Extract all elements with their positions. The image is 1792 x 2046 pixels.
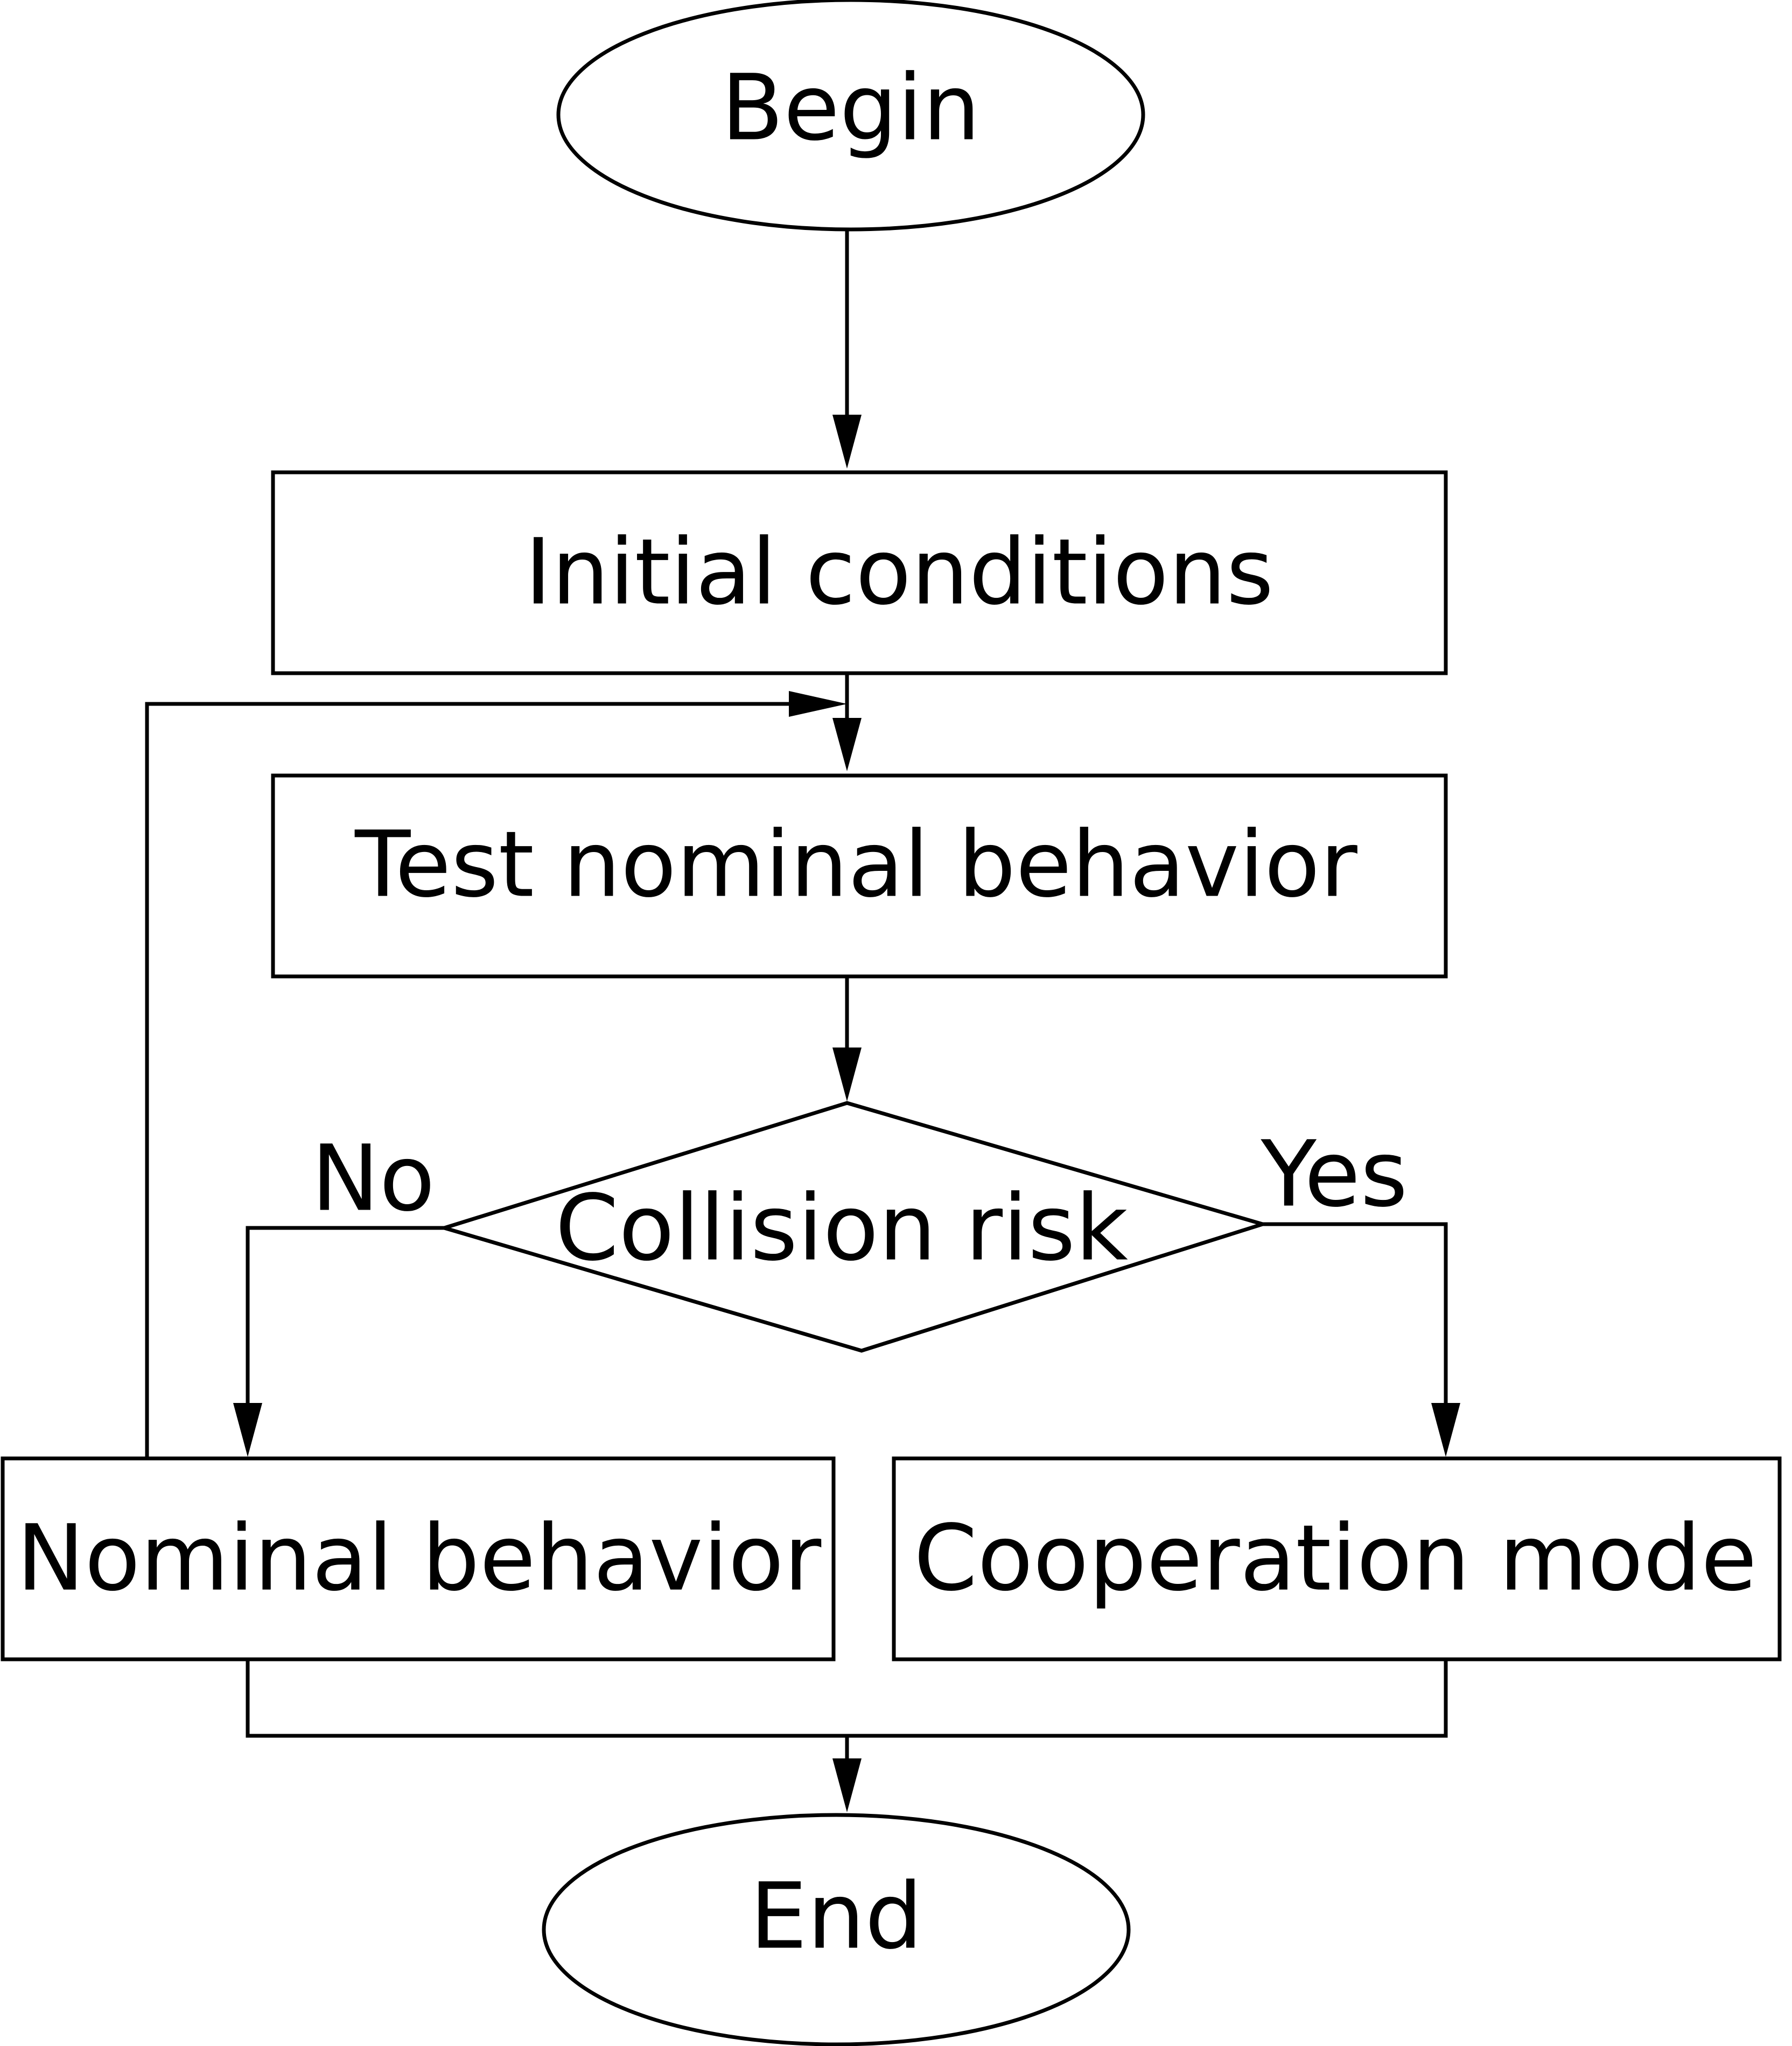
arrowhead-end [832,1758,862,1812]
cooperation-mode-label: Cooperation mode [914,1505,1757,1611]
begin-label: Begin [721,55,980,161]
nominal-behavior-node: Nominal behavior [1,1456,836,1661]
initial-conditions-node: Initial conditions [271,470,1448,675]
no-label: No [311,1126,435,1232]
nominal-behavior-box [1,1456,836,1661]
collision-risk-node: Collision risk [437,1101,1270,1353]
edge-loop-back [145,702,799,1458]
arrowhead-nominal [233,1403,262,1457]
edge-nominal-to-merge [246,1658,1448,1738]
yes-label: Yes [1261,1121,1408,1227]
arrowhead-initial [832,415,862,469]
end-node: End [542,1813,1131,2046]
edge-no-branch [246,1226,446,1413]
begin-ellipse [556,0,1145,232]
initial-conditions-label: Initial conditions [525,519,1274,625]
arrowhead-cooperation [1431,1403,1460,1457]
collision-risk-label: Collision risk [555,1175,1128,1281]
arrowhead-test [832,718,862,771]
cooperation-mode-box [892,1456,1782,1661]
begin-node: Begin [556,0,1145,232]
test-nominal-behavior-label: Test nominal behavior [354,812,1357,918]
end-label: End [750,1863,922,1970]
test-nominal-behavior-node: Test nominal behavior [271,773,1448,979]
test-nominal-behavior-box [271,773,1448,979]
cooperation-mode-node: Cooperation mode [892,1456,1782,1661]
collision-risk-diamond [437,1101,1270,1353]
initial-conditions-box [271,470,1448,675]
end-ellipse [542,1813,1131,2046]
connectors [145,229,1460,1812]
arrowhead-decision [832,1048,862,1101]
nominal-behavior-label: Nominal behavior [17,1505,822,1611]
edge-yes-branch [1261,1222,1448,1413]
arrowhead-loop [789,691,847,717]
